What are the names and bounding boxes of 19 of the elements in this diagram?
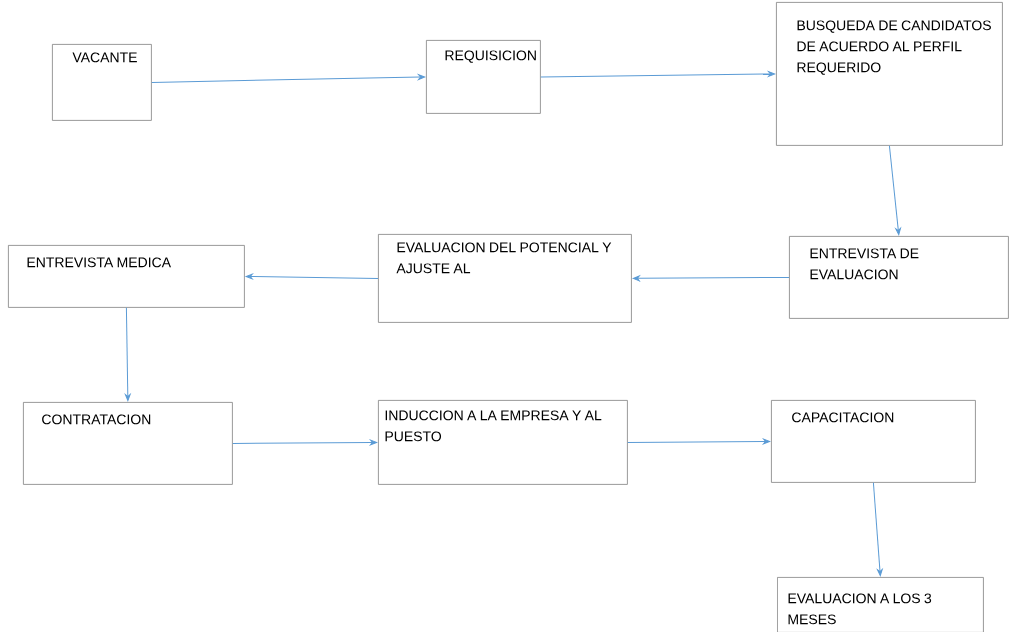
process-box: INDUCCION A LA EMPRESA Y AL PUESTO: [378, 400, 628, 485]
arrow: [232, 439, 378, 446]
process-box: EVALUACION A LOS 3 MESES: [777, 577, 984, 632]
process-box: REQUISICION: [426, 40, 541, 114]
process-box: EVALUACION DEL POTENCIAL Y AJUSTE AL: [378, 234, 632, 323]
arrow: [124, 307, 131, 402]
arrow: [632, 275, 790, 282]
arrow: [540, 71, 776, 78]
process-box: BUSQUEDA DE CANDIDATOS DE ACUERDO AL PERFIL REQUERIDO: [776, 2, 1003, 146]
arrow: [151, 74, 426, 83]
process-box: VACANTE: [52, 44, 152, 121]
process-box: ENTREVISTA MEDICA: [8, 245, 245, 308]
arrow: [245, 273, 379, 280]
process-box: CONTRATACION: [23, 402, 233, 485]
arrow: [872, 482, 883, 577]
arrow: [627, 438, 771, 445]
process-box: ENTREVISTA DE EVALUACION: [789, 236, 1009, 319]
arrow: [888, 145, 901, 236]
process-box: CAPACITACION: [771, 400, 976, 483]
